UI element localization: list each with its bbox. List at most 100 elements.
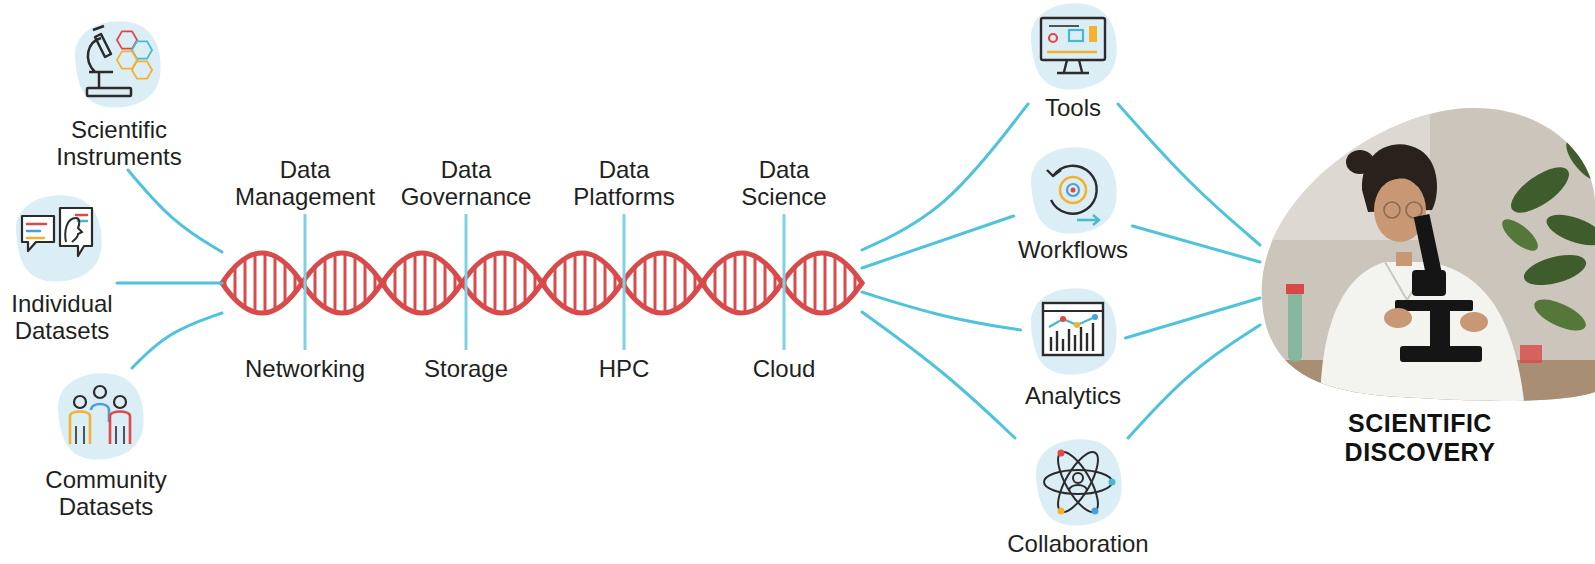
outcome-title: SCIENTIFIC DISCOVERY [1345, 409, 1496, 467]
scientist-photo [1560, 133, 1595, 187]
dataset-icon [76, 214, 87, 217]
connector-line [862, 216, 1014, 268]
chart-icon [1074, 322, 1080, 328]
connector-line [1133, 226, 1261, 262]
community-icon [70, 404, 130, 444]
atom-icon [1051, 447, 1106, 518]
scientist-photo [1370, 159, 1430, 196]
microscope-icon [87, 26, 131, 96]
node-label: Individual Datasets [11, 290, 112, 344]
dataset-icon [22, 208, 92, 256]
workflow-icon [1031, 147, 1117, 233]
capability: Collaboration [1003, 438, 1153, 557]
connector-line [128, 170, 222, 252]
monitor-icon [1047, 51, 1097, 54]
scientist-photo [1530, 293, 1590, 337]
capability: Tools [1028, 2, 1118, 121]
community-icon [58, 373, 144, 459]
monitor-icon [1031, 3, 1117, 89]
layer-label: Data Platforms [573, 156, 674, 210]
workflow-icon [1077, 215, 1099, 225]
monitor-icon [1049, 25, 1079, 27]
scientist-photo [1384, 308, 1412, 328]
atom-icon [1092, 508, 1099, 515]
monitor-icon [1041, 18, 1105, 60]
scientist-photo [1543, 208, 1595, 251]
dataset-icon [16, 195, 102, 281]
scientist-photo [1412, 270, 1446, 296]
layer-divider [465, 214, 468, 350]
scientist-photo [1430, 310, 1450, 350]
connector-line [862, 104, 1028, 250]
atom-icon [1044, 447, 1112, 518]
layer-label: Data Management [235, 156, 375, 210]
helix-strand [222, 253, 862, 313]
atom-icon [1036, 439, 1122, 525]
scientist-photo [1460, 312, 1488, 332]
dataset-icon [27, 223, 46, 226]
workflow-icon [1060, 177, 1086, 203]
monitor-icon [1031, 3, 1117, 89]
layer-label: HPC [599, 355, 650, 382]
layer-label: Cloud [753, 355, 816, 382]
scientist-photo [1288, 290, 1302, 362]
microscope-icon [75, 21, 161, 107]
dataset-icon [27, 237, 44, 240]
layer-label: Storage [424, 355, 508, 382]
chart-icon [1031, 288, 1117, 374]
node-label: Scientific Instruments [56, 116, 181, 170]
scientist-photo [1504, 159, 1576, 221]
atom-icon [1069, 485, 1087, 491]
layer-label: Data Science [741, 156, 826, 210]
community-icon [91, 404, 109, 422]
chart-icon [1080, 327, 1082, 351]
dataset-icon [65, 218, 82, 242]
capability: Workflows [1014, 146, 1133, 263]
chart-icon [1031, 288, 1117, 374]
chart-icon [1049, 317, 1095, 327]
scientist-photo [1504, 133, 1595, 291]
workflow-icon [1071, 188, 1076, 193]
layer-divider [305, 214, 784, 350]
layer-label: Data Governance [401, 156, 532, 210]
microscope-icon [95, 34, 111, 57]
outcome: SCIENTIFIC DISCOVERY [1260, 107, 1580, 467]
community-icon [74, 396, 86, 408]
scientist-photo [1346, 150, 1374, 174]
scientist-photo [1250, 100, 1595, 410]
scientist-photo [1406, 202, 1422, 218]
connector-line [862, 292, 1021, 330]
chart-icon [1043, 310, 1103, 312]
scientist-photo [1497, 214, 1542, 256]
node-label: Analytics [1025, 382, 1121, 409]
monitor-icon [1089, 26, 1097, 42]
chart-icon [1092, 323, 1094, 351]
layer-label: Networking [245, 355, 365, 382]
node-label: Collaboration [1007, 530, 1148, 557]
connector-line [1118, 104, 1260, 245]
scientist-photo [1395, 214, 1482, 362]
node-label: Workflows [1018, 236, 1128, 263]
chart-icon [1056, 331, 1058, 351]
community-icon [58, 373, 144, 459]
scientist-photo [1286, 284, 1304, 294]
microscope-icon [75, 21, 161, 107]
community-icon [110, 412, 130, 445]
node-label: Tools [1045, 94, 1101, 121]
dataset-icon [27, 230, 40, 233]
scientist-photo [1396, 252, 1412, 266]
workflow-icon [1031, 147, 1117, 233]
chart-icon [1060, 316, 1066, 322]
node-label: Community Datasets [45, 466, 166, 520]
connector-line [862, 312, 1015, 438]
atom-icon [1109, 479, 1116, 486]
connector-line [132, 313, 222, 368]
connector-line [1128, 325, 1260, 438]
scientist-photo [1400, 346, 1482, 362]
atom-icon [1044, 470, 1112, 494]
workflow-icon [1047, 170, 1061, 176]
community-icon [76, 426, 124, 444]
dna-helix [222, 253, 862, 313]
